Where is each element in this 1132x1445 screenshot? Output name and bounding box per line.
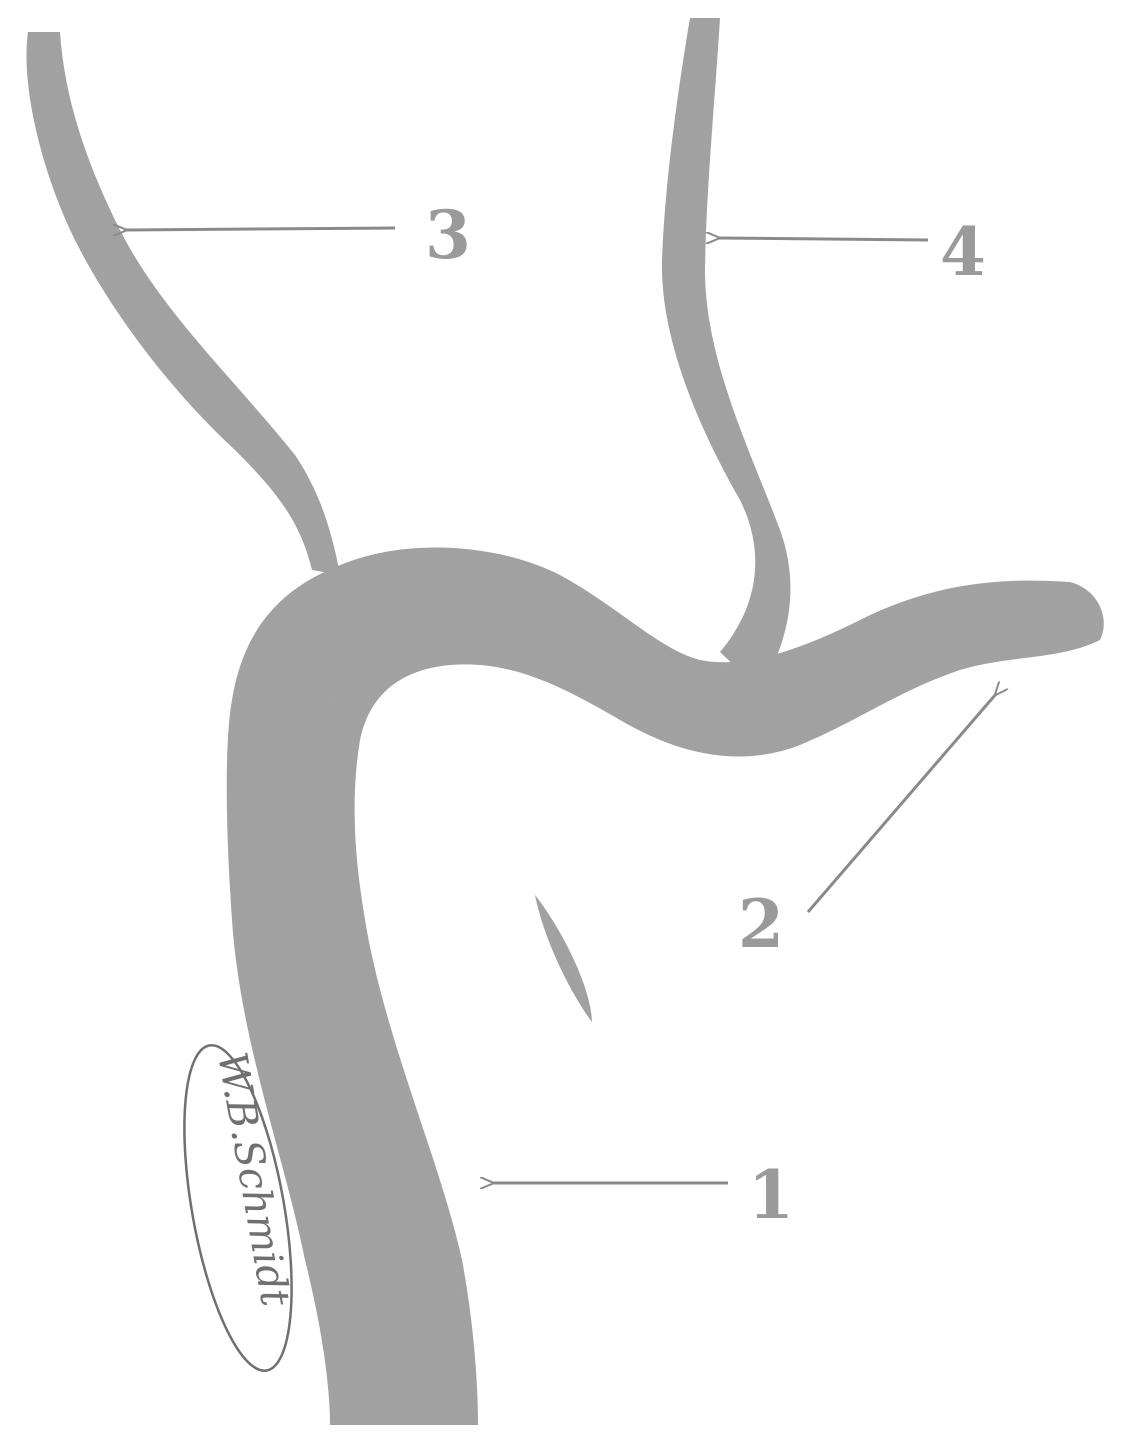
vessel-fragment [535, 895, 592, 1022]
label-1: 1 [748, 1156, 794, 1234]
label-3: 3 [425, 196, 471, 274]
arrow-3 [125, 228, 395, 230]
vessel-branch-4 [662, 18, 790, 690]
arrow-4 [718, 238, 928, 240]
label-4: 4 [940, 213, 986, 291]
label-2: 2 [738, 885, 784, 963]
vessel-main-1 [227, 548, 1104, 1425]
vessel-branch-3 [26, 32, 340, 575]
